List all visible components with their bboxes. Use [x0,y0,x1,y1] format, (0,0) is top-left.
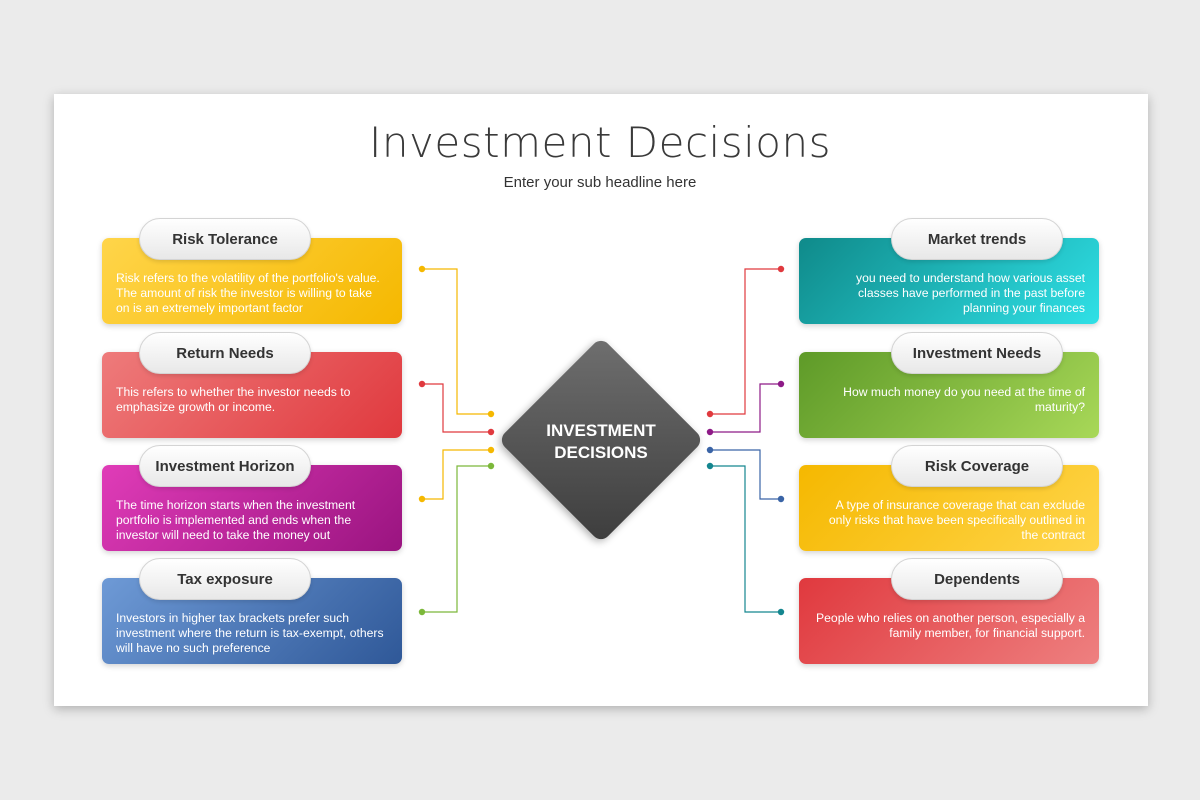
center-label-line2: DECISIONS [554,443,648,462]
connector-dot [777,495,785,503]
connector-investment-horizon [422,449,491,500]
connector-dot [487,462,495,470]
connector-dot [706,428,714,436]
connector-investment-needs [710,383,781,433]
card-description: People who relies on another person, esp… [816,611,1085,640]
connector-dot [418,608,426,616]
connector-dot [777,608,785,616]
card-title-investment-horizon: Investment Horizon [139,445,311,487]
card-description: How much money do you need at the time o… [843,385,1085,414]
page-subtitle: Enter your sub headline here [503,174,697,191]
connector-dot [418,380,426,388]
card-description: Investors in higher tax brackets prefer … [116,611,384,655]
card-description: This refers to whether the investor need… [116,385,351,414]
connector-dot [418,265,426,273]
connector-risk-tolerance [422,268,491,415]
connector-dependents [710,465,781,613]
connector-dot [706,410,714,418]
center-label: INVESTMENT DECISIONS [512,420,690,464]
connector-return-needs [422,383,491,433]
card-title-risk-tolerance: Risk Tolerance [139,218,311,260]
connector-dot [706,462,714,470]
connector-market-trends [710,268,781,415]
connector-dot [487,428,495,436]
card-title-dependents: Dependents [891,558,1063,600]
connector-dot [777,265,785,273]
connector-dot [487,446,495,454]
card-title-market-trends: Market trends [891,218,1063,260]
connector-risk-coverage [710,449,781,500]
card-description: Risk refers to the volatility of the por… [116,271,380,315]
card-title-return-needs: Return Needs [139,332,311,374]
card-description: The time horizon starts when the investm… [116,498,356,542]
connector-tax-exposure [422,465,491,613]
connector-dot [777,380,785,388]
connector-dot [418,495,426,503]
card-description: A type of insurance coverage that can ex… [828,498,1085,542]
card-title-investment-needs: Investment Needs [891,332,1063,374]
card-title-risk-coverage: Risk Coverage [891,445,1063,487]
card-title-tax-exposure: Tax exposure [139,558,311,600]
connector-dot [706,446,714,454]
center-label-line1: INVESTMENT [546,421,656,440]
connector-dot [487,410,495,418]
page-title: Investment Decisions [369,118,831,167]
card-description: you need to understand how various asset… [855,271,1085,315]
